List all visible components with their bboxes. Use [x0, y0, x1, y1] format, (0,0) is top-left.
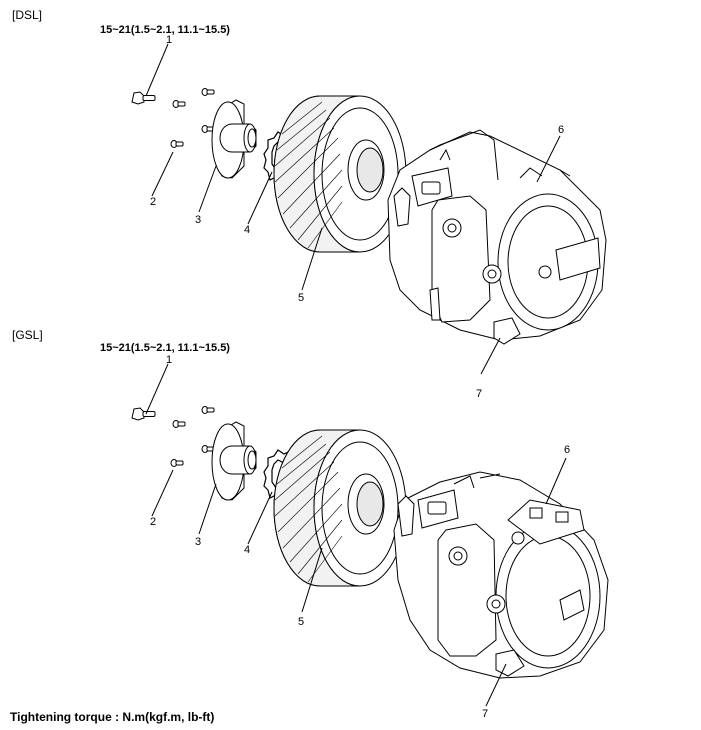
torque-value-gsl: 15~21(1.5~2.1, 11.1~15.5) — [100, 342, 230, 354]
dsl-diagram — [131, 44, 606, 374]
callout-5-gsl: 5 — [297, 616, 305, 628]
torque-value-dsl: 15~21(1.5~2.1, 11.1~15.5) — [100, 24, 230, 36]
callout-2-gsl: 2 — [149, 516, 157, 528]
section-label-dsl: [DSL] — [12, 8, 43, 22]
callout-3-dsl: 3 — [194, 214, 202, 226]
callout-3-gsl: 3 — [194, 536, 202, 548]
callout-2-dsl: 2 — [149, 196, 157, 208]
callout-1-dsl: 1 — [165, 34, 173, 46]
tightening-torque-note: Tightening torque : N.m(kgf.m, lb-ft) — [10, 710, 215, 724]
callout-4-gsl: 4 — [243, 544, 251, 556]
callout-7-gsl: 7 — [481, 708, 489, 720]
callout-6-gsl: 6 — [563, 444, 571, 456]
callout-1-gsl: 1 — [165, 354, 173, 366]
section-label-gsl: [GSL] — [12, 328, 43, 342]
gsl-diagram — [131, 364, 608, 706]
callout-5-dsl: 5 — [297, 292, 305, 304]
callout-6-dsl: 6 — [557, 124, 565, 136]
callout-7-dsl: 7 — [475, 388, 483, 400]
callout-4-dsl: 4 — [243, 224, 251, 236]
